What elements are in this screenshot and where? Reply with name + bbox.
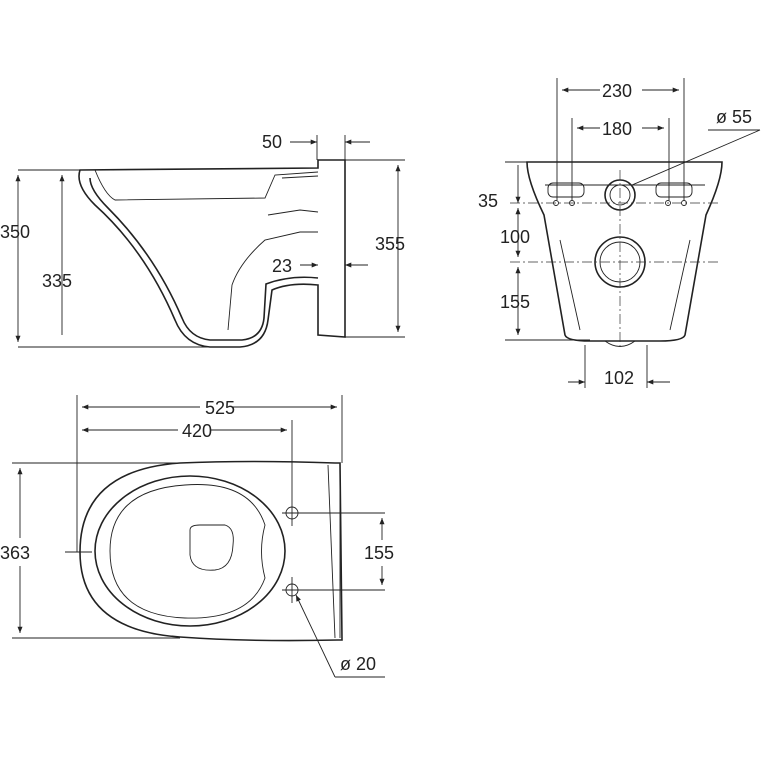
dim-50: 50 <box>262 132 282 152</box>
dim-155-holes: 155 <box>364 543 394 563</box>
dim-100: 100 <box>500 227 530 247</box>
top-view: 525 420 363 155 ø 20 <box>0 395 394 678</box>
dim-350: 350 <box>0 222 30 242</box>
dim-155: 155 <box>500 292 530 312</box>
dim-180: 180 <box>602 119 632 139</box>
front-view: 230 180 ø 55 35 100 155 102 <box>478 78 761 388</box>
dim-20-diameter: ø 20 <box>340 654 376 674</box>
dim-525: 525 <box>205 398 235 418</box>
dim-23: 23 <box>272 256 292 276</box>
dim-102: 102 <box>604 368 634 388</box>
dim-355: 355 <box>375 234 405 254</box>
dim-55-diameter: ø 55 <box>716 107 752 127</box>
dim-363: 363 <box>0 543 30 563</box>
side-view: 50 350 335 23 355 <box>0 132 405 348</box>
dim-230: 230 <box>602 81 632 101</box>
dim-35: 35 <box>478 191 498 211</box>
dim-335: 335 <box>42 271 72 291</box>
dim-420: 420 <box>182 421 212 441</box>
